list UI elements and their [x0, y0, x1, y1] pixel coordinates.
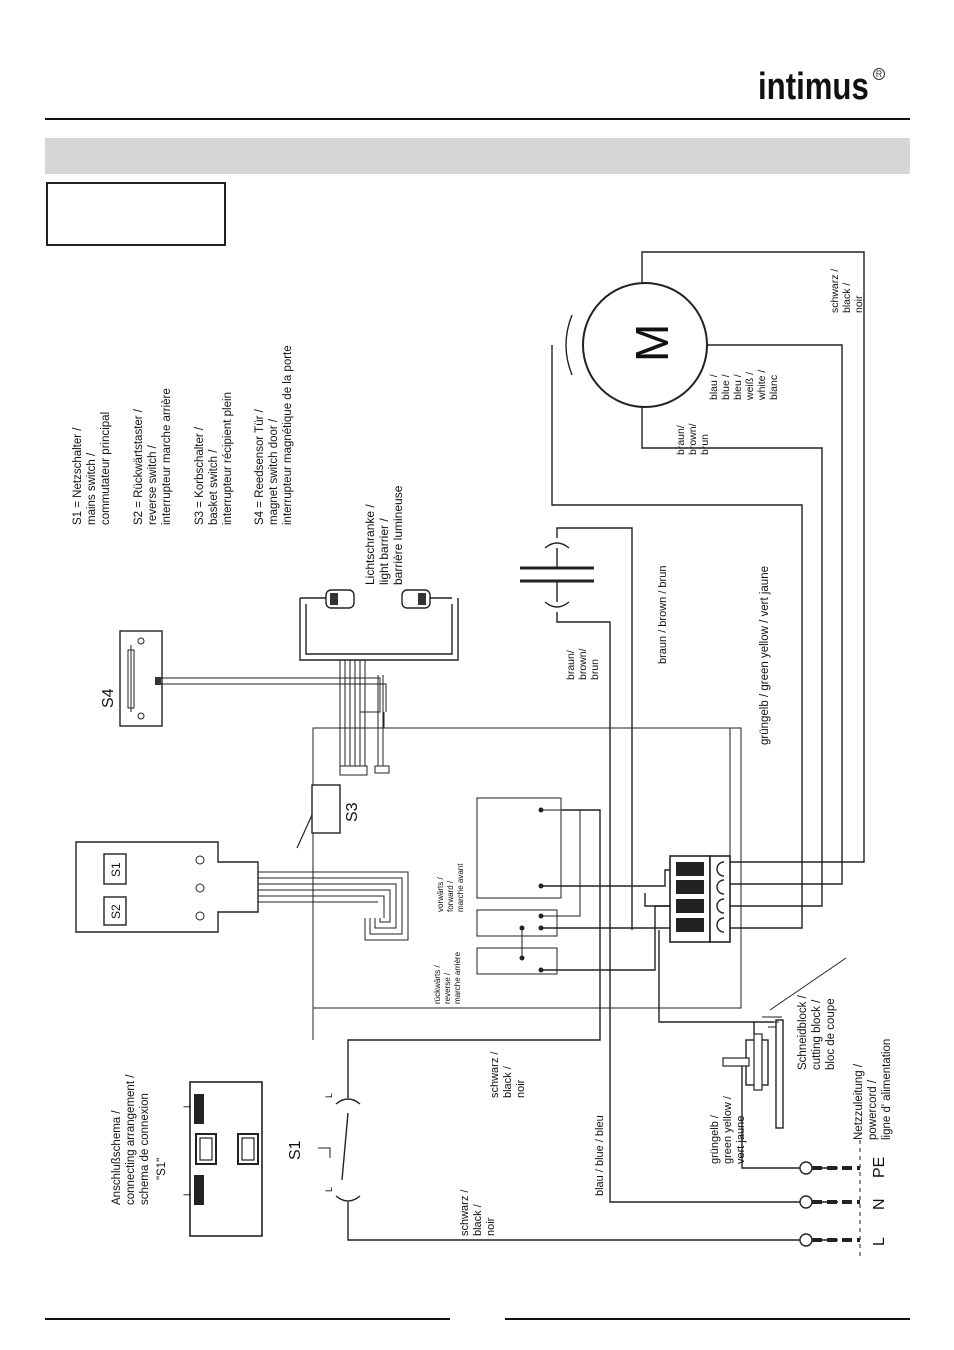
legend-s4-line2: magnet switch door /: [268, 418, 280, 525]
green-yellow-line-label: grüngelb / green yellow / vert jaune: [759, 566, 771, 745]
connect-4: "S1": [156, 1158, 168, 1180]
legend: S1 = Netzschalter / mains switch / commu…: [72, 345, 294, 525]
light-barrier-3: barrière lumineuse: [391, 485, 405, 585]
motor-blue-3: bleu /: [732, 374, 744, 400]
n-label: N: [871, 1198, 888, 1210]
header-rule: [45, 118, 910, 120]
motor-brown-1: braun/: [675, 425, 687, 455]
schema-l-1: L: [182, 1103, 192, 1108]
s4-label: S4: [100, 688, 117, 708]
reverse-3: marche arrière: [453, 951, 462, 1004]
connect-2: connecting arrangement /: [125, 1074, 137, 1205]
schema-l-2: L: [182, 1191, 192, 1196]
motor-blue-6: blanc: [768, 375, 780, 400]
brown-line-label: braun / brown / brun: [657, 566, 669, 664]
capacitor: braun/ brown/ brun braun / brown / brun …: [520, 527, 838, 1203]
intimus-logo: intimus: [758, 66, 869, 108]
connect-3: schema de connexion: [139, 1093, 151, 1205]
cap-brown-2: brown/: [577, 648, 589, 680]
relays: vorwärts / forward / marche avant rückwä…: [433, 797, 672, 1004]
motor-black-2: black /: [841, 283, 853, 313]
blue-wire-motor: [706, 344, 843, 885]
s1-panel-label: S1: [109, 862, 123, 877]
powercord-1: Netzzuleitung /: [853, 1063, 865, 1140]
s4-reed-sensor: S4: [100, 630, 387, 727]
s2-panel-label: S2: [109, 904, 123, 919]
brown-wire-motor: [641, 407, 823, 907]
cap-brown-1: braun/: [565, 650, 577, 680]
legend-s3-line1: S3 = Korbschalter /: [194, 426, 206, 525]
legend-s1-line2: mains switch /: [86, 452, 98, 525]
motor-blue-4: weiß /: [744, 372, 756, 401]
legend-s1-line1: S1 = Netzschalter /: [72, 427, 84, 525]
cap-brown-3: brun: [589, 659, 601, 680]
forward-2: forward /: [446, 880, 455, 912]
s3-basket-switch: S3: [296, 784, 361, 849]
legend-s4-line3: interrupteur magnétique de la porte: [282, 345, 294, 525]
black-l-3: noir: [485, 1217, 497, 1236]
black-l-1: schwarz /: [459, 1189, 471, 1236]
legend-s2-line3: interrupteur marche arrière: [161, 388, 173, 525]
cutting-block-2: cutting block /: [811, 999, 823, 1070]
footer-rule-right: [505, 1318, 910, 1320]
s1-l-bot: L: [324, 1187, 334, 1192]
footer-rule-left: [45, 1318, 450, 1320]
cutting-block: Schneidblock / cutting block / bloc de c…: [658, 930, 847, 1169]
pe-label: PE: [871, 1157, 888, 1178]
black-s1-2: black /: [502, 1065, 514, 1098]
title-banner: [45, 138, 910, 174]
forward-3: marche avant: [456, 863, 465, 912]
green-yellow-wire: [551, 345, 803, 929]
cutting-block-1: Schneidblock /: [797, 994, 809, 1070]
motor-brush: [565, 314, 573, 376]
motor-blue-5: white /: [756, 370, 768, 401]
black-l-2: black /: [472, 1203, 484, 1236]
s1-main-label: S1: [287, 1140, 304, 1160]
l-label: L: [871, 1237, 888, 1246]
internal-wires: [312, 712, 731, 1040]
light-barrier-1: Lichtschranke /: [363, 504, 377, 585]
gy-pe-3: vert jaune: [735, 1116, 747, 1164]
reverse-2: reverse /: [443, 972, 452, 1004]
black-s1-3: noir: [515, 1079, 527, 1098]
motor-brown-3: brun: [699, 434, 711, 455]
powercord-2: powercord /: [867, 1079, 879, 1140]
powercord-3: ligne d' alimentation: [881, 1039, 893, 1140]
gy-pe-2: green yellow /: [722, 1095, 734, 1164]
cutting-block-3: bloc de coupe: [825, 998, 837, 1070]
black-wire-motor: [641, 251, 865, 863]
reverse-1: rückwärts /: [433, 965, 442, 1004]
registered-mark: R: [873, 68, 885, 80]
motor-blue-1: blau /: [708, 374, 720, 400]
legend-s3-line2: basket switch /: [208, 449, 220, 525]
s1-l-top: L: [324, 1093, 334, 1098]
legend-s1-line3: commutateur principal: [100, 412, 112, 525]
black-s1-1: schwarz /: [489, 1051, 501, 1098]
legend-s2-line2: reverse switch /: [147, 444, 159, 525]
power-wiring: S1 L L schwarz / black / noir blau / blu…: [287, 809, 838, 1241]
light-barrier-2: light barrier /: [377, 518, 391, 585]
s3-label: S3: [344, 802, 361, 822]
switch-panel: S1 S2: [75, 841, 409, 941]
gy-pe-1: grüngelb /: [709, 1114, 721, 1164]
legend-s3-line3: interrupteur récipient plein: [222, 392, 234, 525]
motor-black-1: schwarz /: [829, 269, 841, 313]
connect-1: Anschlußschema /: [111, 1110, 123, 1205]
legend-s2-line1: S2 = Rückwärtstaster /: [133, 408, 145, 525]
motor-label: M: [626, 324, 678, 362]
reference-box: [46, 182, 226, 246]
motor: M blau / blue / bleu / weiß / white / bl…: [565, 269, 865, 455]
light-barrier: Lichtschranke / light barrier / barrière…: [299, 485, 459, 776]
forward-1: vorwärts /: [436, 877, 445, 912]
motor-brown-2: brown/: [687, 423, 699, 455]
powercord-plugs: PE N L Netzzuleitung / powercord / ligne…: [799, 1039, 893, 1260]
blue-n-label: blau / blue / bleu: [594, 1115, 606, 1196]
legend-s4-line1: S4 = Reedsensor Tür /: [254, 408, 266, 525]
motor-wires: [551, 251, 865, 929]
motor-blue-2: blue /: [720, 374, 732, 400]
motor-black-3: noir: [853, 295, 865, 313]
s1-connection-schema: L L Anschlußschema / connecting arrangem…: [111, 1074, 263, 1237]
terminal-block: [669, 855, 731, 943]
